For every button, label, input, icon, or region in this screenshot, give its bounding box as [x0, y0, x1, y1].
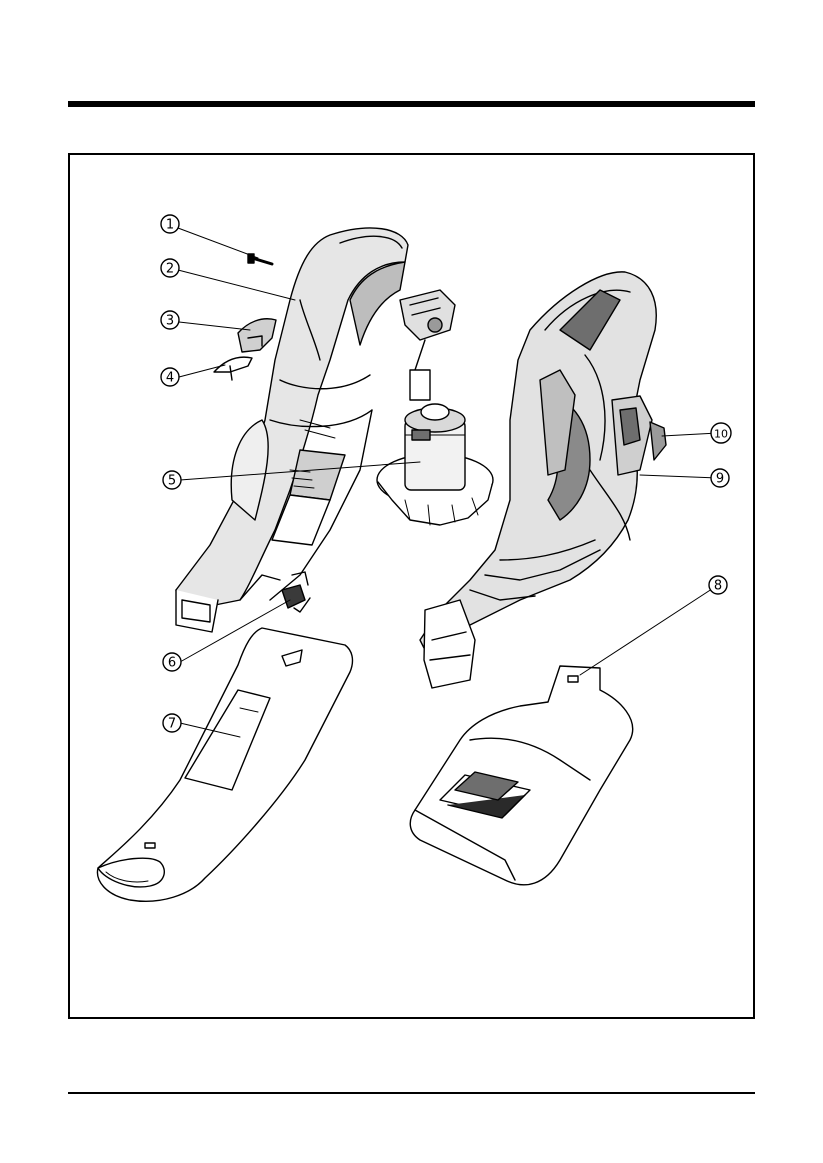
svg-text:4: 4	[166, 371, 174, 386]
svg-text:8: 8	[714, 579, 722, 594]
battery-pack	[410, 666, 632, 885]
callout-10: 10	[711, 423, 731, 443]
callout-1: 1	[161, 215, 179, 233]
callout-4: 4	[161, 368, 179, 386]
svg-text:9: 9	[716, 472, 724, 487]
svg-text:5: 5	[168, 474, 176, 489]
callout-8: 8	[709, 576, 727, 594]
callout-7: 7	[163, 714, 181, 732]
motor-fan	[377, 404, 493, 525]
svg-text:2: 2	[166, 262, 174, 277]
switch-cover	[238, 319, 276, 352]
blower-tube	[97, 628, 352, 901]
svg-text:6: 6	[168, 656, 176, 671]
svg-text:1: 1	[166, 218, 174, 233]
callout-5: 5	[163, 471, 181, 489]
svg-text:3: 3	[166, 314, 174, 329]
callout-2: 2	[161, 259, 179, 277]
callout-3: 3	[161, 311, 179, 329]
svg-text:7: 7	[168, 717, 176, 732]
left-housing-half	[176, 228, 408, 632]
trigger-piece	[214, 357, 252, 380]
svg-text:10: 10	[714, 428, 728, 441]
callout-6: 6	[163, 653, 181, 671]
callout-9: 9	[711, 469, 729, 487]
switch-assembly	[400, 290, 455, 400]
